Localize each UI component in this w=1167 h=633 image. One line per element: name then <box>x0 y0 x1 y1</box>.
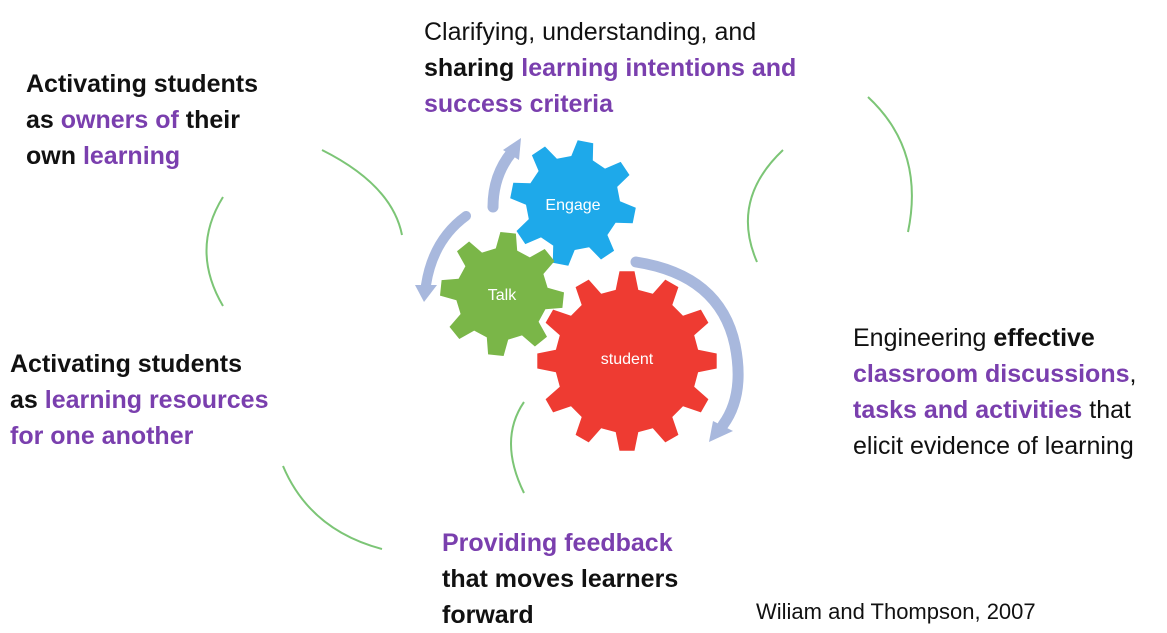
arc-top-left-outer <box>205 196 224 307</box>
as-text: as <box>26 106 54 134</box>
strategy-resources-line1: Activating students <box>10 350 242 378</box>
strategy-discussions-line1: Engineering effective <box>853 320 1136 356</box>
arrowhead-talk <box>415 285 437 302</box>
cycle-arrows <box>415 138 744 442</box>
strategy-resources-line2: as learning resources <box>10 382 268 418</box>
strategy-learning-intentions-line2: sharing learning intentions and <box>424 50 796 86</box>
moves-learners-text: that moves learners <box>442 565 679 593</box>
strategy-owners-line1: Activating students <box>26 70 258 98</box>
arc-top-right-outer <box>867 96 913 233</box>
for-one-another-text: for one another <box>10 422 194 450</box>
classroom-discussions-text: classroom discussions <box>853 360 1130 388</box>
strategy-discussions-line3: tasks and activities that <box>853 392 1136 428</box>
student-gear <box>537 271 717 451</box>
arrow-talk-to-engage <box>487 146 518 213</box>
comma-text: , <box>1129 360 1137 388</box>
tasks-and-activities-text: tasks and activities <box>853 396 1083 424</box>
learning-resources-text: learning resources <box>44 386 269 414</box>
owners-of-text: owners of <box>60 106 179 134</box>
strategy-learning-resources: Activating students as learning resource… <box>10 346 268 454</box>
strategy-learning-intentions-line1: Clarifying, understanding, and <box>424 18 757 46</box>
arrow-to-student <box>630 256 744 431</box>
their-text: their <box>185 106 240 134</box>
strategy-owners-line3: own learning <box>26 138 258 174</box>
strategy-discussions-line2: classroom discussions, <box>853 356 1136 392</box>
own-text: own <box>26 142 76 170</box>
arc-top-left-inner <box>321 149 403 236</box>
learning-intentions-text: learning intentions and <box>521 54 797 82</box>
strategy-owners-of-learning: Activating students as owners of their o… <box>26 66 258 174</box>
that-text: that <box>1089 396 1131 424</box>
effective-text: effective <box>993 324 1095 352</box>
strategy-classroom-discussions: Engineering effective classroom discussi… <box>853 320 1136 464</box>
arc-top-right-inner <box>746 149 784 263</box>
strategy-providing-feedback: Providing feedback that moves learners f… <box>442 525 678 633</box>
engage-gear <box>510 140 636 266</box>
sharing-text: sharing <box>424 54 515 82</box>
engage-gear-label: Engage <box>545 197 600 214</box>
green-arcs <box>205 96 913 550</box>
arc-bottom-left-outer <box>282 465 383 550</box>
arrowhead-engage <box>503 138 521 160</box>
providing-feedback-text: Providing feedback <box>442 529 673 557</box>
as-text-2: as <box>10 386 38 414</box>
strategy-learning-intentions: Clarifying, understanding, and sharing l… <box>424 14 796 122</box>
engineering-text: Engineering <box>853 324 987 352</box>
talk-gear-label: Talk <box>488 287 517 304</box>
talk-gear <box>440 232 564 356</box>
strategy-owners-line2: as owners of their <box>26 102 258 138</box>
success-criteria-text: success criteria <box>424 90 614 118</box>
student-gear-label: student <box>601 351 654 368</box>
arrow-engage-to-talk <box>421 211 471 290</box>
arrowhead-student <box>709 421 733 442</box>
forward-text: forward <box>442 601 534 629</box>
arc-bottom-center <box>510 401 525 494</box>
citation: Wiliam and Thompson, 2007 <box>756 599 1036 624</box>
strategy-discussions-line4: elicit evidence of learning <box>853 432 1134 460</box>
learning-text: learning <box>82 142 181 170</box>
